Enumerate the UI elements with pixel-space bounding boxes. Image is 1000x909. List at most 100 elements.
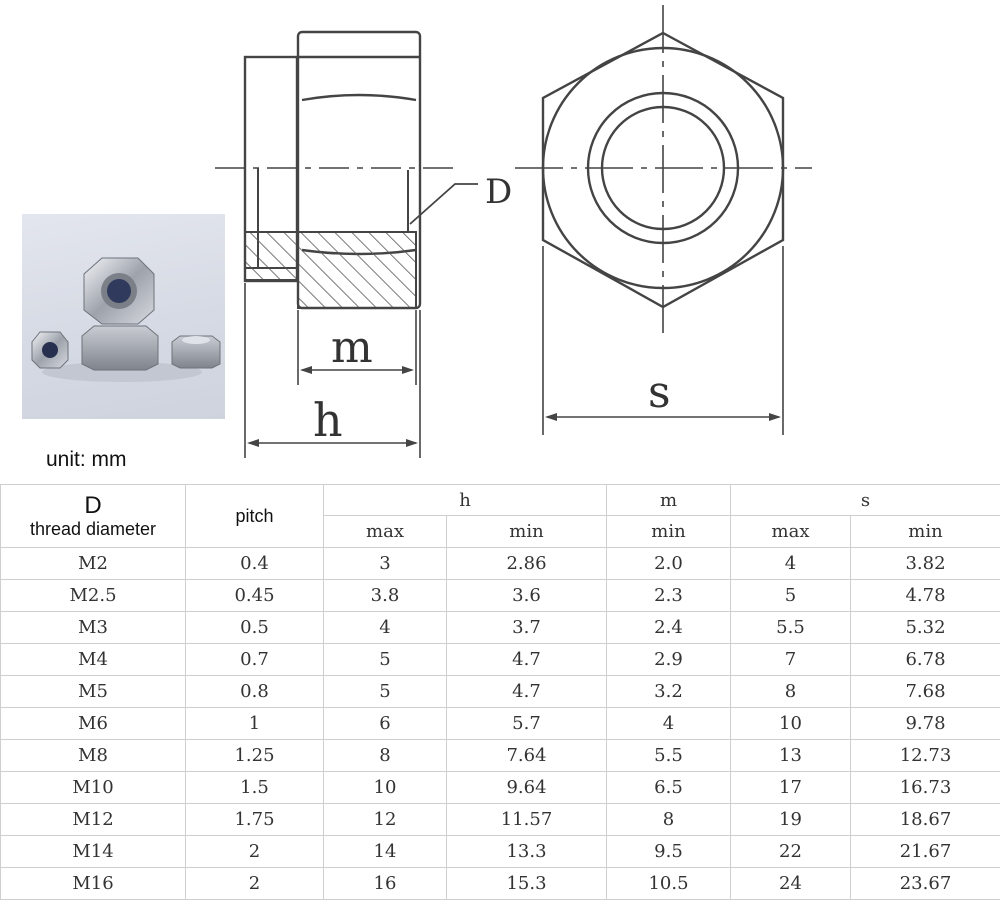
cell-h-min: 3.6 (446, 579, 607, 612)
header-m-min: min (606, 515, 731, 548)
cell-h-max: 12 (323, 803, 447, 836)
cell-h-max: 3.8 (323, 579, 447, 612)
spec-table: D thread diameter pitch h m s max min mi… (0, 484, 1000, 900)
unit-label: unit: mm (46, 448, 127, 471)
cell-m-min: 2.3 (606, 579, 731, 612)
cell-h-max: 10 (323, 771, 447, 804)
cell-s-max: 10 (730, 707, 851, 740)
cell-h-min: 7.64 (446, 739, 607, 772)
cell-m-min: 2.4 (606, 611, 731, 644)
cell-h-min: 2.86 (446, 547, 607, 580)
cell-s-min: 12.73 (850, 739, 1000, 772)
header-d-letter: D (84, 492, 102, 519)
lock-nuts-illustration (31, 257, 221, 382)
cell-s-min: 9.78 (850, 707, 1000, 740)
cell-m-min: 8 (606, 803, 731, 836)
cell-h-max: 5 (323, 643, 447, 676)
cell-h-max: 3 (323, 547, 447, 580)
cell-s-max: 24 (730, 867, 851, 900)
cell-thread: M10 (0, 771, 186, 804)
cell-h-max: 16 (323, 867, 447, 900)
cell-m-min: 4 (606, 707, 731, 740)
cell-pitch: 1.5 (185, 771, 324, 804)
cell-h-max: 14 (323, 835, 447, 868)
header-s-min: min (850, 515, 1000, 548)
top-view (515, 5, 812, 435)
cell-s-min: 3.82 (850, 547, 1000, 580)
cell-h-min: 4.7 (446, 675, 607, 708)
cell-s-min: 7.68 (850, 675, 1000, 708)
cell-h-min: 3.7 (446, 611, 607, 644)
cell-thread: M6 (0, 707, 186, 740)
header-s: s (730, 484, 1000, 516)
header-row-1: D thread diameter pitch h m s (0, 484, 1000, 548)
cell-s-max: 5.5 (730, 611, 851, 644)
cell-thread: M8 (0, 739, 186, 772)
header-h-min: min (446, 515, 607, 548)
cell-m-min: 10.5 (606, 867, 731, 900)
cell-h-max: 8 (323, 739, 447, 772)
header-d: D thread diameter (0, 484, 186, 548)
cell-thread: M3 (0, 611, 186, 644)
cell-s-min: 23.67 (850, 867, 1000, 900)
cell-h-min: 13.3 (446, 835, 607, 868)
cell-s-max: 22 (730, 835, 851, 868)
cell-thread: M16 (0, 867, 186, 900)
cell-m-min: 9.5 (606, 835, 731, 868)
cell-s-max: 13 (730, 739, 851, 772)
product-photo (22, 214, 225, 419)
cell-s-max: 4 (730, 547, 851, 580)
cell-pitch: 1.25 (185, 739, 324, 772)
cell-s-max: 17 (730, 771, 851, 804)
header-row-2: max min min max min (1, 515, 1000, 548)
cell-s-min: 6.78 (850, 643, 1000, 676)
header-d-sub: thread diameter (29, 519, 157, 539)
cell-s-max: 19 (730, 803, 851, 836)
cell-s-min: 18.67 (850, 803, 1000, 836)
cell-thread: M5 (0, 675, 186, 708)
cell-pitch: 0.5 (185, 611, 324, 644)
side-view (215, 30, 478, 458)
cell-thread: M14 (0, 835, 186, 868)
nut-technical-drawing: D m h s (215, 5, 812, 458)
cell-s-min: 21.67 (850, 835, 1000, 868)
cell-h-max: 6 (323, 707, 447, 740)
cell-h-min: 4.7 (446, 643, 607, 676)
cell-s-min: 16.73 (850, 771, 1000, 804)
cell-pitch: 0.45 (185, 579, 324, 612)
cell-s-max: 7 (730, 643, 851, 676)
header-h-max: max (323, 515, 447, 548)
cell-s-min: 4.78 (850, 579, 1000, 612)
label-s: s (648, 367, 671, 418)
header-m: m (606, 484, 731, 516)
label-m: m (331, 322, 373, 373)
label-h: h (313, 393, 343, 447)
cell-thread: M4 (0, 643, 186, 676)
cell-pitch: 0.7 (185, 643, 324, 676)
cell-thread: M2 (0, 547, 186, 580)
cell-pitch: 0.4 (185, 547, 324, 580)
cell-pitch: 0.8 (185, 675, 324, 708)
cell-s-max: 5 (730, 579, 851, 612)
cell-h-min: 11.57 (446, 803, 607, 836)
cell-m-min: 5.5 (606, 739, 731, 772)
cell-s-min: 5.32 (850, 611, 1000, 644)
header-s-max: max (730, 515, 851, 548)
cell-m-min: 3.2 (606, 675, 731, 708)
cell-pitch: 1.75 (185, 803, 324, 836)
header-h: h (323, 484, 607, 516)
header-pitch: pitch (185, 484, 324, 548)
cell-h-min: 15.3 (446, 867, 607, 900)
cell-h-min: 9.64 (446, 771, 607, 804)
label-D: D (485, 172, 512, 212)
cell-m-min: 2.0 (606, 547, 731, 580)
